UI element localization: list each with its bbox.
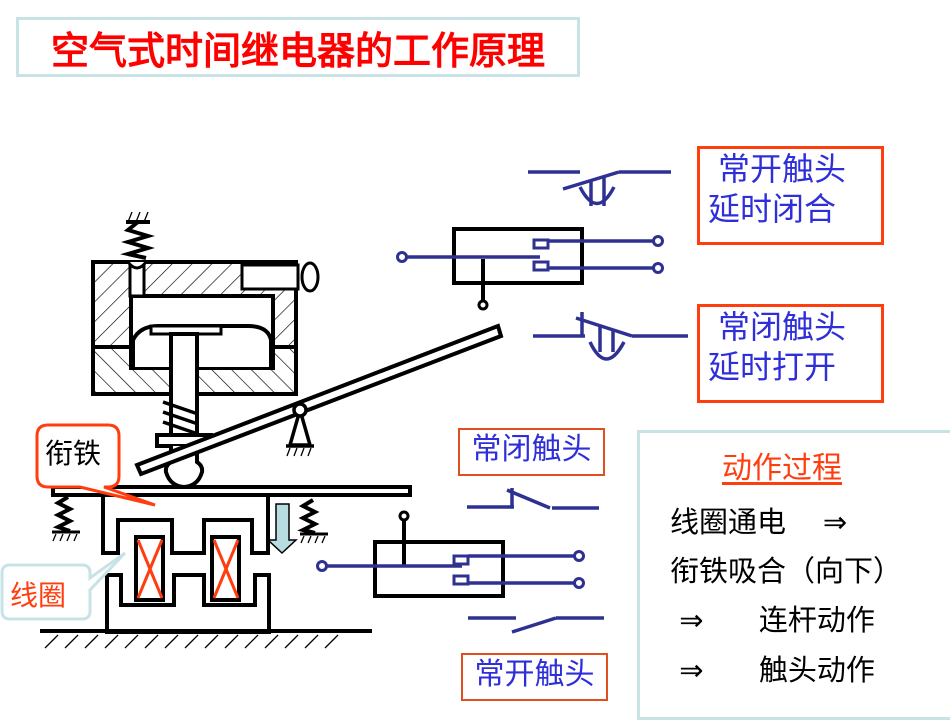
process-panel: 动作过程 线圈通电 ⇒ 衔铁吸合（向下） ⇒ 连杆动作 ⇒ 触头动作 <box>637 430 950 720</box>
nc-contact-symbol <box>467 488 599 510</box>
air-chamber <box>91 260 320 396</box>
armature <box>51 485 412 497</box>
nc-delay-open-line-2: 延时打开 <box>708 348 837 386</box>
spring-icon <box>120 211 155 260</box>
no-contact-label: 常开触头 <box>461 653 608 701</box>
no-delay-close-line-1: 常开触头 <box>718 150 847 188</box>
instant-contact-unit <box>316 510 585 598</box>
armature-label: 衔铁 <box>45 437 102 470</box>
coil-callout <box>0 551 127 621</box>
process-title: 动作过程 <box>722 451 842 486</box>
nc-delay-open-line-1: 常闭触头 <box>718 308 847 346</box>
magnet-core <box>101 497 271 634</box>
down-arrow-icon <box>266 503 298 555</box>
no-delay-close-label: 常开触头 延时闭合 <box>697 146 884 245</box>
title-box: 空气式时间继电器的工作原理 <box>16 17 580 77</box>
armature-callout <box>35 423 156 507</box>
nc-contact-label: 常闭触头 <box>458 428 605 476</box>
page-title: 空气式时间继电器的工作原理 <box>50 28 545 73</box>
no-delay-close-line-2: 延时闭合 <box>708 190 837 228</box>
pivot-icon <box>286 402 314 457</box>
process-step: ⇒ 触头动作 <box>670 653 875 687</box>
coil-label: 线圈 <box>10 579 67 612</box>
ground-base <box>40 629 372 649</box>
process-step: 衔铁吸合（向下） <box>670 554 903 588</box>
lever <box>134 323 504 477</box>
spring-icon <box>52 495 80 542</box>
no-contact-symbol <box>468 616 604 634</box>
delay-contact-unit <box>396 227 664 311</box>
coil <box>134 535 241 602</box>
no-delay-close-symbol <box>528 170 671 206</box>
process-step: ⇒ 连杆动作 <box>670 603 875 637</box>
process-step: 线圈通电 ⇒ <box>670 505 848 539</box>
spring-icon <box>297 498 328 544</box>
nc-delay-open-label: 常闭触头 延时打开 <box>697 304 884 403</box>
nc-delay-open-symbol <box>533 312 688 361</box>
